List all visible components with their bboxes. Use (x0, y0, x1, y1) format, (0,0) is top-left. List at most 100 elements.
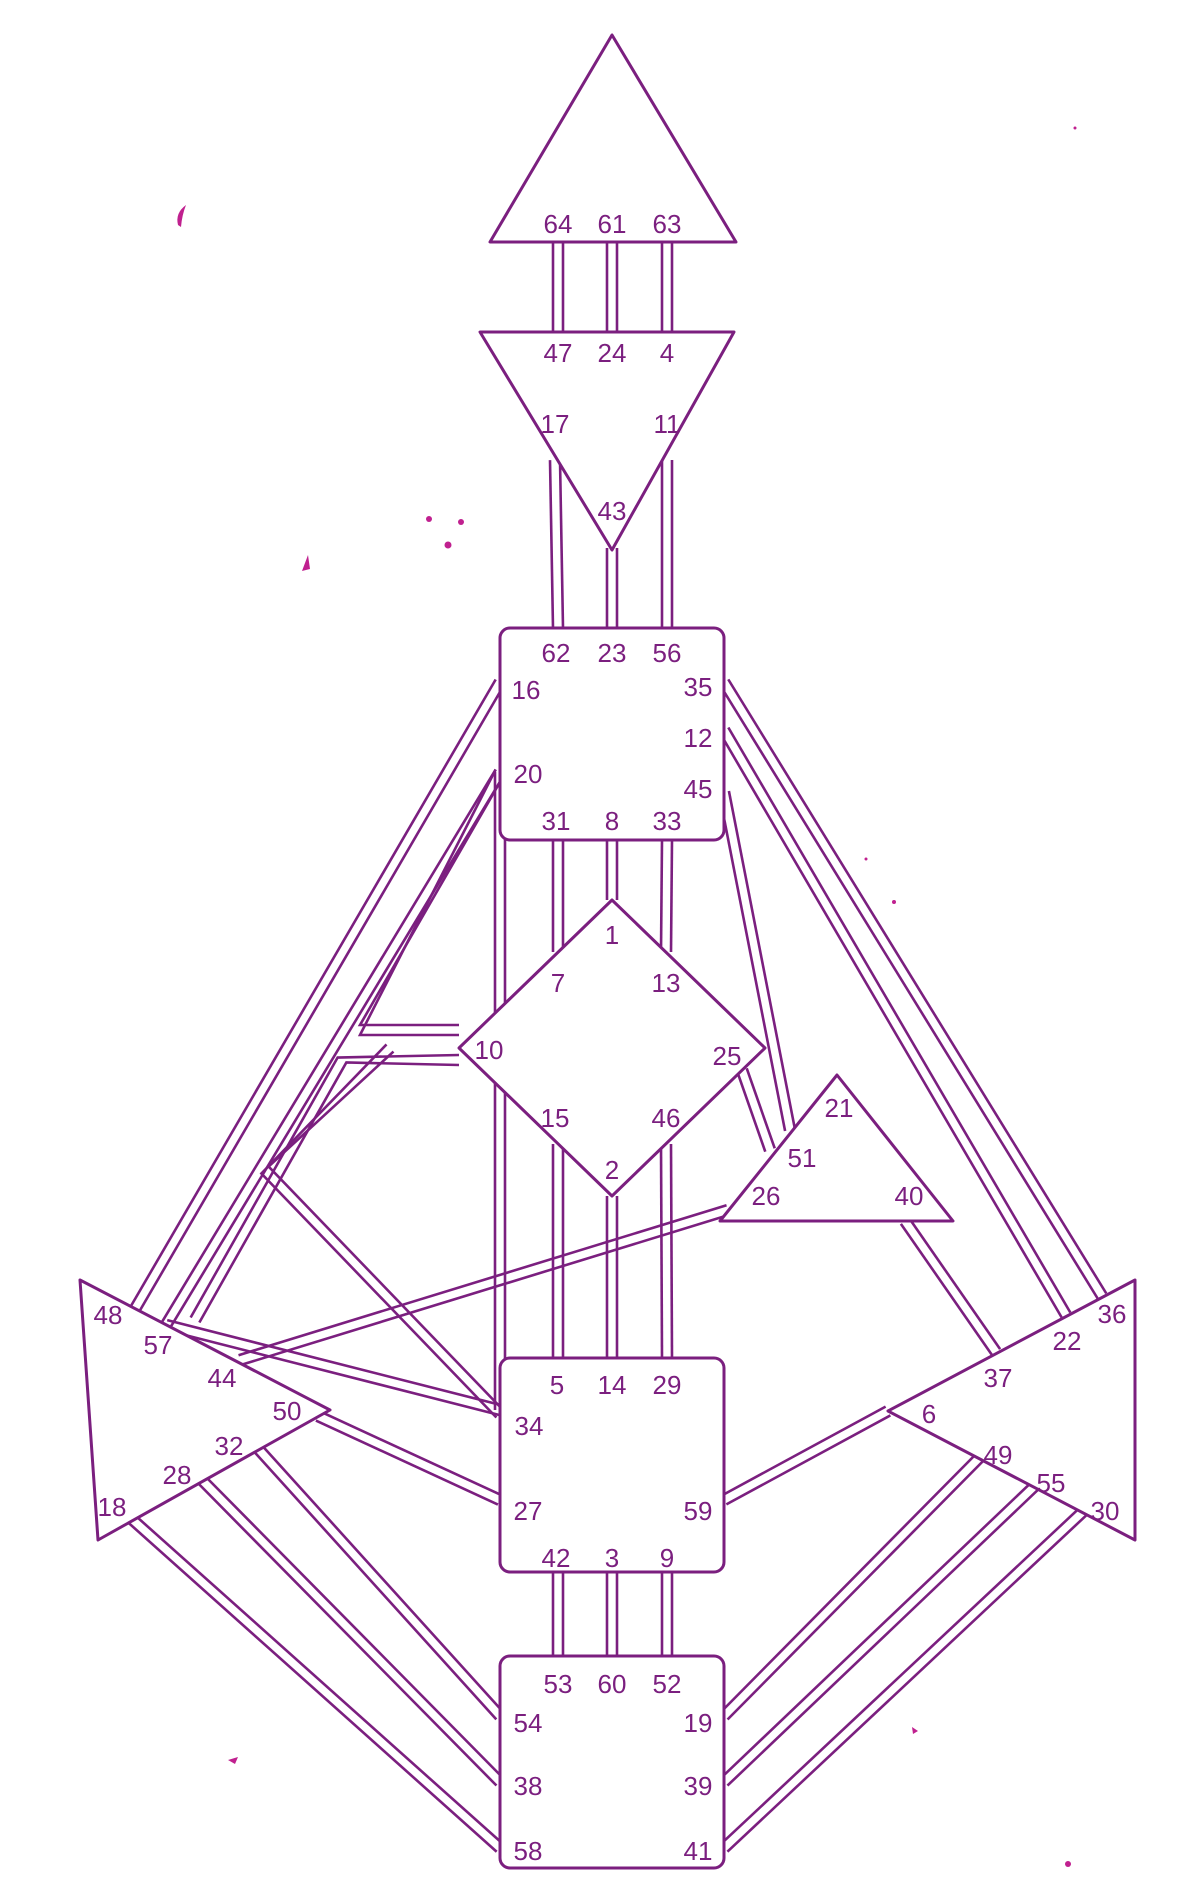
channel-43-23 (605, 548, 619, 628)
head-center (488, 33, 738, 244)
gate-20: 20 (514, 759, 543, 789)
channel-59-6 (720, 1405, 892, 1506)
channel-20-10 (357, 769, 506, 1037)
gate-8: 8 (605, 806, 619, 836)
root-center (498, 1654, 726, 1870)
ajna-center (478, 330, 736, 552)
gate-35: 35 (684, 672, 713, 702)
channel-26-44 (238, 1203, 730, 1367)
gate-40: 40 (895, 1181, 924, 1211)
gate-57: 57 (144, 1330, 173, 1360)
gate-38: 38 (514, 1771, 543, 1801)
sacral-center (498, 1356, 726, 1574)
channel-25-51 (736, 1067, 776, 1153)
channel-2-14 (605, 1196, 619, 1358)
gate-43: 43 (598, 496, 627, 526)
gate-23: 23 (598, 638, 627, 668)
gate-55: 55 (1037, 1468, 1066, 1498)
channel-40-37 (899, 1217, 1002, 1356)
gate-48: 48 (94, 1300, 123, 1330)
gate-3: 3 (605, 1543, 619, 1573)
gate-25: 25 (713, 1041, 742, 1071)
gate-31: 31 (542, 806, 571, 836)
gate-27: 27 (514, 1496, 543, 1526)
channel-12-22 (718, 726, 1072, 1319)
channel-57-34 (164, 1318, 502, 1417)
gate-30: 30 (1091, 1496, 1120, 1526)
gate-54: 54 (514, 1708, 543, 1738)
channel-3-60 (605, 1572, 619, 1656)
gate-50: 50 (273, 1396, 302, 1426)
channel-63-4 (660, 242, 674, 332)
gate-36: 36 (1098, 1299, 1127, 1329)
channel-46-29 (659, 1143, 674, 1359)
spleen-center (78, 1278, 332, 1542)
gate-11: 11 (654, 409, 681, 439)
gate-2: 2 (605, 1155, 619, 1185)
channel-55-39 (719, 1476, 1045, 1787)
gate-61: 61 (598, 209, 627, 239)
channel-64-47 (551, 242, 565, 332)
gate-52: 52 (653, 1669, 682, 1699)
channel-18-58 (120, 1508, 505, 1853)
gate-60: 60 (598, 1669, 627, 1699)
gate-37: 37 (984, 1363, 1013, 1393)
gate-17: 17 (541, 409, 570, 439)
channel-32-54 (248, 1438, 505, 1721)
gate-33: 33 (653, 806, 682, 836)
gate-42: 42 (542, 1543, 571, 1573)
gate-5: 5 (550, 1370, 564, 1400)
gate-4: 4 (660, 338, 674, 368)
gate-24: 24 (598, 338, 627, 368)
gate-10: 10 (475, 1035, 504, 1065)
throat-center (498, 626, 726, 842)
gate-28: 28 (163, 1460, 192, 1490)
gate-45: 45 (684, 774, 713, 804)
channel-45-21 (717, 790, 797, 1132)
gate-41: 41 (684, 1836, 713, 1866)
gate-7: 7 (551, 968, 565, 998)
gate-63: 63 (653, 209, 682, 239)
channel-31-7 (551, 840, 565, 952)
g-center (457, 898, 767, 1198)
gate-13: 13 (652, 968, 681, 998)
channel-35-36 (718, 678, 1108, 1300)
gate-51: 51 (788, 1143, 817, 1173)
gate-34: 34 (515, 1411, 544, 1441)
gate-22: 22 (1053, 1326, 1082, 1356)
channel-16-48 (129, 678, 506, 1313)
gate-14: 14 (598, 1370, 627, 1400)
gate-12: 12 (684, 723, 713, 753)
channel-50-27 (315, 1410, 503, 1506)
channel-30-41 (719, 1500, 1095, 1853)
gate-15: 15 (541, 1103, 570, 1133)
gate-39: 39 (684, 1771, 713, 1801)
gate-47: 47 (544, 338, 573, 368)
gate-29: 29 (653, 1370, 682, 1400)
gate-62: 62 (542, 638, 571, 668)
channel-10-57 (189, 1053, 460, 1324)
channel-11-56 (660, 460, 674, 628)
channel-28-38 (191, 1469, 505, 1787)
gate-21: 21 (825, 1093, 854, 1123)
gate-6: 6 (922, 1399, 936, 1429)
decorative-specks (177, 126, 1077, 1867)
gate-49: 49 (984, 1440, 1013, 1470)
gate-53: 53 (544, 1669, 573, 1699)
gate-46: 46 (652, 1103, 681, 1133)
gate-59: 59 (684, 1496, 713, 1526)
channel-15-5 (551, 1144, 565, 1358)
channel-17-62 (548, 459, 565, 629)
channel-61-24 (605, 242, 619, 332)
channel-42-53 (551, 1572, 565, 1656)
gate-64: 64 (544, 209, 573, 239)
channel-8-1 (605, 840, 619, 900)
channel-49-19 (719, 1447, 990, 1721)
heart-center (718, 1073, 955, 1223)
centers-layer (78, 33, 1137, 1870)
gate-16: 16 (512, 675, 541, 705)
gate-44: 44 (208, 1363, 237, 1393)
gate-18: 18 (98, 1492, 127, 1522)
